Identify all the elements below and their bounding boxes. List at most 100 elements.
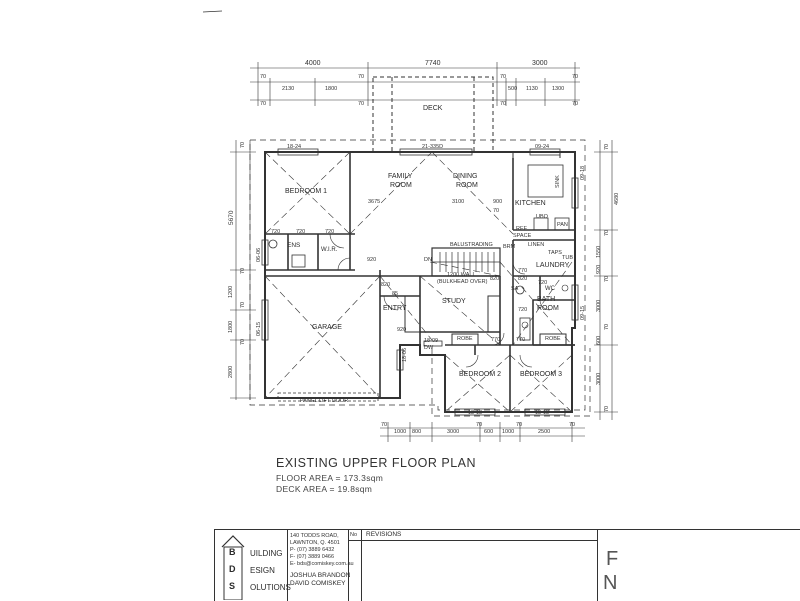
dim-right-9: 600 — [596, 335, 602, 345]
room-dining-l1: DINING — [453, 173, 478, 180]
door-10: 720 — [538, 280, 548, 286]
dim-bottom-2: 1000 — [394, 429, 407, 435]
door-8: 820 — [518, 276, 528, 282]
dim-inner-4: 70 — [493, 208, 500, 214]
email: E- bds@comiskey.com.au — [290, 561, 354, 567]
address-line-2: LAWNTON, Q. 4501 — [290, 540, 340, 546]
dim-right-8: 70 — [604, 323, 610, 330]
dim-bottom-1: 70 — [381, 422, 388, 428]
floor-area: FLOOR AREA = 173.3sqm — [276, 473, 384, 483]
dim-right-2: 4680 — [614, 192, 620, 205]
label-balustrading: BALUSTRADING — [450, 242, 493, 248]
stairs — [432, 252, 500, 272]
window-code-3: 09-24 — [535, 144, 550, 150]
plan-title: EXISTING UPPER FLOOR PLAN — [276, 456, 477, 470]
dim-top2-g: 1130 — [526, 86, 538, 92]
door-9: 770 — [518, 268, 528, 274]
person-2: DAVID COMISKEY — [290, 580, 346, 587]
dim-top-1: 4000 — [305, 60, 321, 67]
room-bedroom-3: BEDROOM 3 — [520, 371, 563, 378]
room-bath-l2: ROOM — [537, 305, 559, 312]
room-kitchen: KITCHEN — [515, 200, 546, 207]
room-entry: ENTRY — [383, 305, 407, 312]
dim-left-2: 5670 — [228, 210, 235, 225]
room-bedroom-1: BEDROOM 1 — [285, 188, 328, 195]
dim-right-3: 70 — [604, 229, 610, 236]
label-robe-2: ROBE — [545, 336, 561, 342]
fax: F- (07) 3889 0466 — [290, 554, 335, 560]
door-3: 720 — [296, 229, 306, 235]
dim-top-3: 3000 — [532, 60, 548, 67]
dim-right-1: 70 — [604, 143, 610, 150]
door-5: 820 — [490, 276, 500, 282]
dim-top2-h: 1300 — [552, 86, 565, 92]
phone: P- (07) 3889 6432 — [290, 547, 335, 553]
title-block-right-2: N — [603, 572, 618, 594]
label-tub: TUB — [562, 255, 573, 261]
person-1: JOSHUA BRANDON — [290, 572, 351, 579]
roof-hip-lines — [264, 151, 573, 413]
label-pan: PAN — [557, 222, 568, 228]
dim-bottom-4: 3000 — [447, 429, 460, 435]
label-sa: SA — [511, 286, 519, 292]
right-dimension-lines — [594, 140, 618, 420]
dim-top2-e: 70 — [500, 74, 507, 80]
room-garage: GARAGE — [312, 324, 342, 331]
deck-area: DECK AREA = 19.8sqm — [276, 484, 373, 494]
dim-right-7: 3000 — [596, 299, 602, 312]
roof-outline — [249, 139, 586, 411]
label-robe-1: ROBE — [457, 336, 473, 342]
door-1: 720 — [271, 229, 281, 235]
dim-bottom-8: 70 — [516, 422, 523, 428]
window-code-11: 18-09 — [424, 338, 439, 344]
dim-top2-d: 70 — [358, 74, 365, 80]
window-code-8: 06-06 — [256, 247, 262, 262]
window-code-6: 09-18 — [580, 165, 586, 180]
room-bath-l1: BATH — [537, 296, 556, 303]
window-code-4: 18-18 — [468, 410, 483, 416]
bath-fixture — [519, 317, 531, 341]
door-14: 85 — [392, 291, 399, 297]
label-taps: TAPS — [548, 250, 562, 256]
door-swings — [329, 233, 551, 368]
label-ref-l2: SPACE — [513, 233, 532, 239]
dim-bottom-7: 1000 — [502, 429, 515, 435]
dim-inner-3: 900 — [493, 199, 503, 205]
room-study: STUDY — [442, 298, 466, 305]
door-4: 820 — [381, 282, 391, 288]
dim-right-6: 70 — [604, 275, 610, 282]
window-code-5: 18-18 — [535, 410, 550, 416]
room-wir: W.I.R. — [321, 247, 338, 253]
dim-left-4: 1200 — [228, 285, 234, 298]
dim-top2-i: 70 — [572, 74, 579, 80]
shower-fixture — [291, 254, 306, 268]
label-dn: DN — [424, 257, 432, 263]
door-11: 720 — [518, 307, 528, 313]
left-dimension-lines — [230, 140, 256, 400]
room-ens: ENS — [287, 242, 301, 249]
dim-bottom-3: 800 — [412, 429, 422, 435]
door-6: 920 — [367, 257, 377, 263]
room-deck: DECK — [423, 105, 443, 112]
dim-bottom-6: 600 — [484, 429, 494, 435]
label-wall-l2: (BULKHEAD OVER) — [437, 279, 488, 285]
top-dimension-lines — [250, 62, 580, 106]
window-code-9: 06-15 — [256, 321, 262, 336]
label-ubo: UBO — [536, 214, 548, 220]
label-brm: BRM — [503, 244, 516, 250]
label-panel-lift-door: PANEL LIFT DOOR — [300, 398, 349, 404]
label-sink: SINK — [555, 175, 561, 188]
door-12: 770 — [491, 337, 501, 343]
dim-inner-1: 3675 — [368, 199, 381, 205]
window-code-7: 09-15 — [580, 305, 586, 320]
address-line-1: 140 TODDS ROAD, — [290, 533, 339, 539]
label-linen: LINEN — [528, 242, 545, 248]
dim-left-8: 2800 — [228, 365, 234, 378]
dim-top-2: 7740 — [425, 60, 441, 67]
dim-right-4: 1550 — [596, 245, 602, 258]
dim-bottom-10: 70 — [569, 422, 576, 428]
dim-right-5: 920 — [596, 264, 602, 274]
bds-logo-icon — [221, 535, 245, 600]
room-family-l1: FAMILY — [388, 173, 413, 180]
label-ref-l1: REF — [516, 226, 527, 232]
